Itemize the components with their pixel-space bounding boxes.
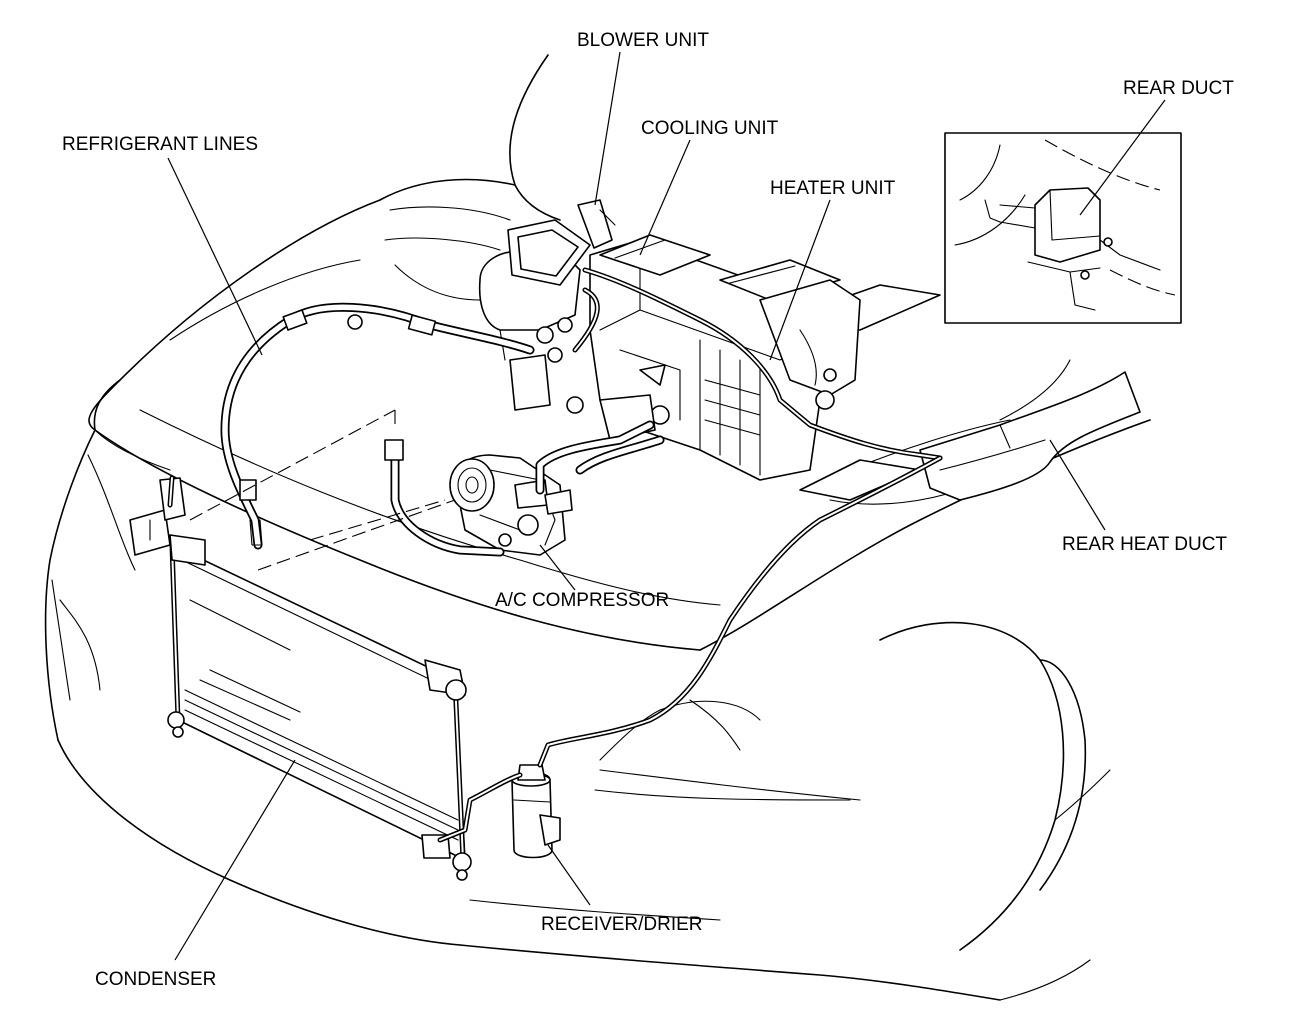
label-rear-heat-duct: REAR HEAT DUCT	[1062, 534, 1227, 555]
rear-heat-duct-part	[919, 371, 1141, 501]
label-refrigerant-lines: REFRIGERANT LINES	[62, 134, 258, 155]
label-condenser: CONDENSER	[95, 969, 216, 990]
rear-duct-inset	[944, 132, 1182, 324]
label-receiver-drier: RECEIVER/DRIER	[541, 914, 703, 935]
label-cooling-unit: COOLING UNIT	[641, 118, 779, 139]
label-ac-compressor: A/C COMPRESSOR	[495, 590, 669, 611]
label-heater-unit: HEATER UNIT	[770, 178, 896, 199]
label-blower-unit: BLOWER UNIT	[577, 30, 709, 51]
vehicle-body-outline	[44, 54, 1151, 1001]
ac-compressor-part	[449, 454, 573, 556]
label-rear-duct: REAR DUCT	[1123, 78, 1234, 99]
leader-lines	[167, 51, 1166, 961]
refrigerant-lines-part	[167, 267, 943, 843]
hvac-assembly	[478, 199, 861, 481]
condenser-part	[129, 477, 472, 881]
receiver-drier-part	[511, 764, 561, 859]
callout-labels: BLOWER UNIT REAR DUCT COOLING UNIT REFRI…	[62, 30, 1234, 990]
assembly-reference-lines	[189, 409, 456, 571]
